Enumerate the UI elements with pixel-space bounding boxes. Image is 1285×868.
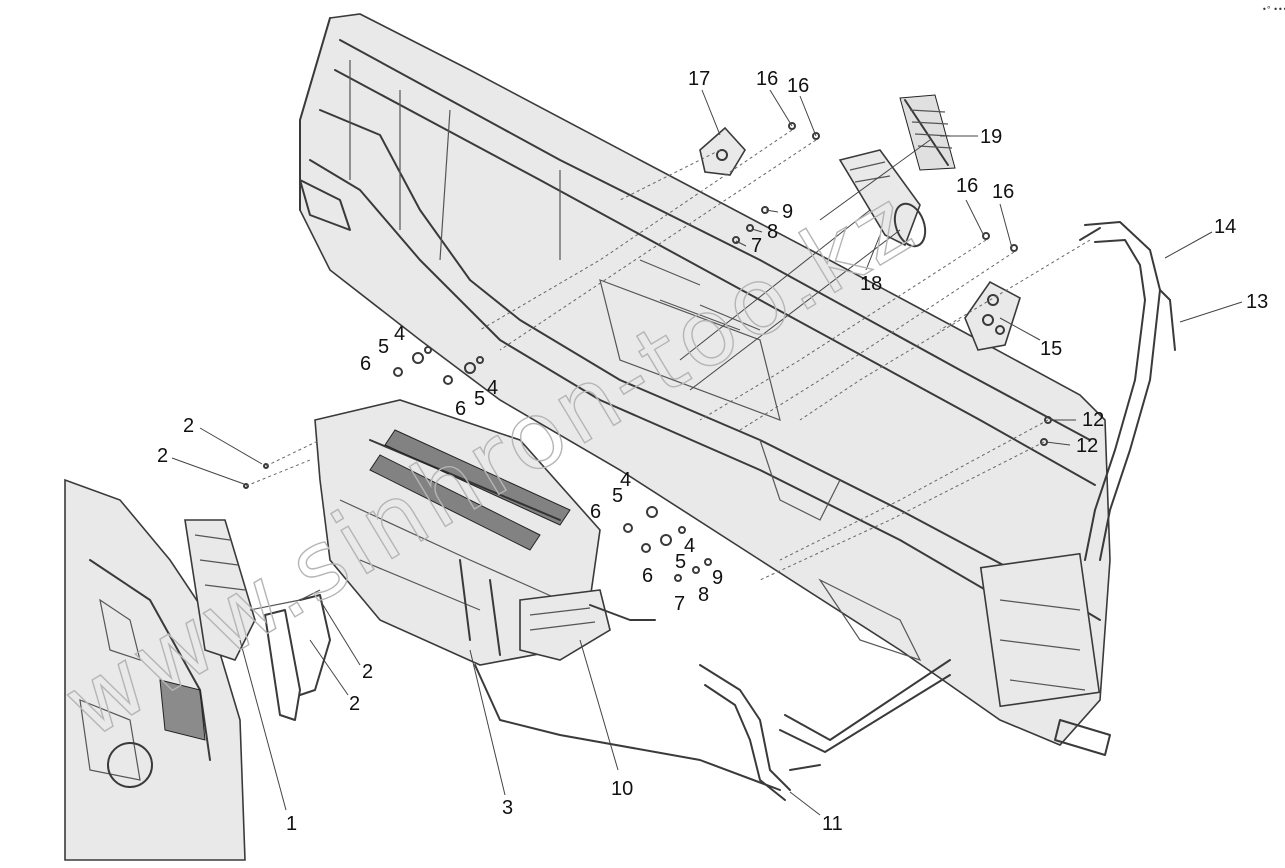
callout-5: 5: [474, 388, 485, 410]
callout-16: 16: [992, 181, 1014, 203]
callout-9: 9: [712, 567, 723, 589]
wiring-harness-10: [474, 589, 781, 791]
bracket-17: [699, 126, 746, 176]
air-vent-duct-18: [838, 149, 927, 248]
callout-19: 19: [980, 126, 1002, 148]
callout-5: 5: [378, 336, 389, 358]
callout-7: 7: [674, 593, 685, 615]
callout-11: 11: [822, 813, 843, 835]
callout-4: 4: [394, 323, 405, 345]
callout-6: 6: [642, 565, 653, 587]
callout-17: 17: [688, 68, 710, 90]
callout-1: 1: [286, 813, 297, 835]
callout-10: 10: [611, 778, 633, 800]
callout-5: 5: [675, 551, 686, 573]
callout-6: 6: [360, 353, 371, 375]
callout-6: 6: [590, 501, 601, 523]
coolant-pipes-13-14: [1079, 221, 1176, 561]
callout-16: 16: [956, 175, 978, 197]
callout-3: 3: [502, 797, 513, 819]
callout-9: 9: [782, 201, 793, 223]
assembly-lines: [245, 129, 1091, 581]
callout-2: 2: [349, 693, 360, 715]
callout-13: 13: [1246, 291, 1268, 313]
vent-ducts-2: [249, 589, 331, 721]
callout-18: 18: [860, 273, 882, 295]
callout-4: 4: [487, 377, 498, 399]
callout-2: 2: [362, 661, 373, 683]
callout-6: 6: [455, 398, 466, 420]
callout-8: 8: [767, 221, 778, 243]
callout-14: 14: [1214, 216, 1236, 238]
callout-labels: 17 16 16 19 16 16 9 8 7 14 18 13 15 4 5 …: [157, 68, 1268, 835]
callout-16: 16: [756, 68, 778, 90]
callout-8: 8: [698, 584, 709, 606]
vent-grille-19: [899, 94, 956, 171]
corner-mark: •° •••: [1262, 5, 1285, 14]
dashboard-frame: [299, 13, 1111, 756]
callout-2: 2: [183, 415, 194, 437]
callout-7: 7: [751, 235, 762, 257]
callout-12: 12: [1076, 435, 1098, 457]
lower-pipe-11: [699, 659, 951, 801]
switch-panel-15: [964, 280, 1021, 351]
callout-4: 4: [620, 469, 631, 491]
callout-15: 15: [1040, 338, 1062, 360]
callout-4: 4: [684, 535, 695, 557]
callout-16: 16: [787, 75, 809, 97]
callout-12: 12: [1082, 409, 1104, 431]
callout-5: 5: [612, 485, 623, 507]
instrument-panel-1: [64, 478, 256, 861]
callout-2: 2: [157, 445, 168, 467]
leader-lines: [171, 89, 1243, 816]
